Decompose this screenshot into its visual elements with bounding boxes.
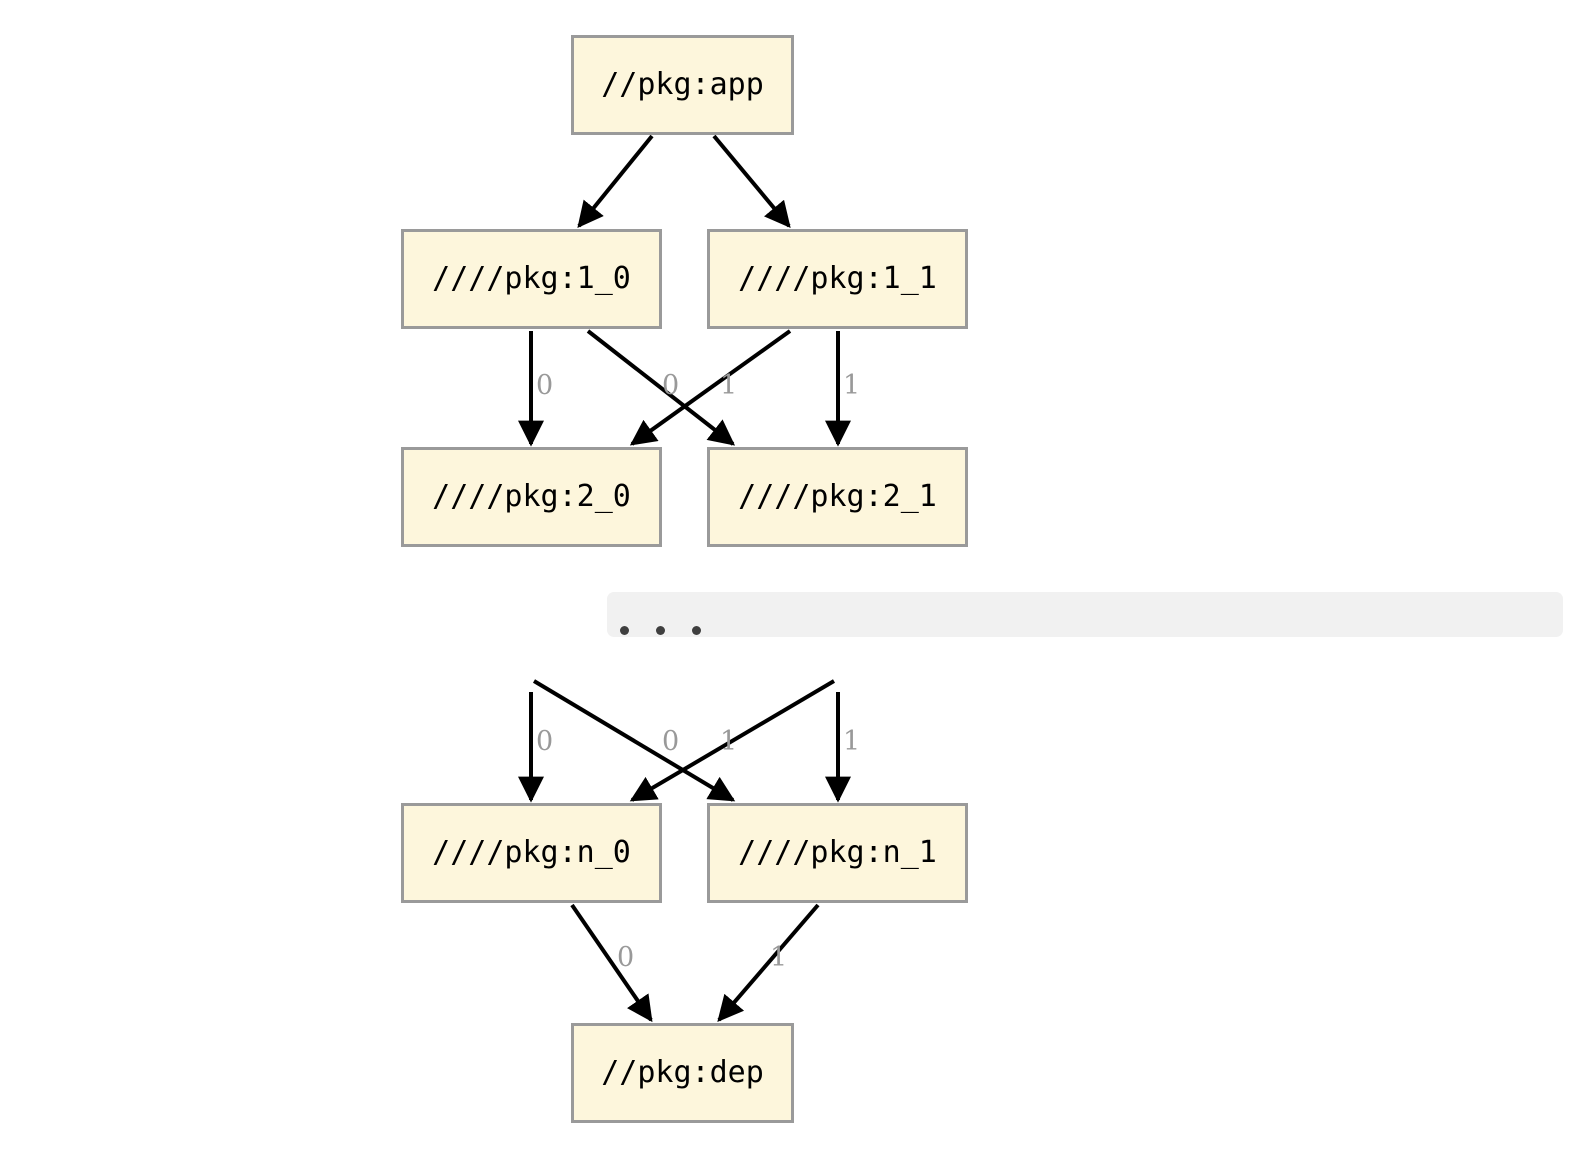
graph-edge-label-1_0-to-2_1: 0 [662,370,680,401]
graph-edge-label-1_0-to-2_0: 0 [536,370,554,401]
graph-edge-label-x-to-n_0: 0 [536,726,554,757]
graph-edge-label-n_0-to-dep: 0 [617,942,635,973]
graph-edge-1_0-to-2_1 [586,329,736,446]
graph-edge-label-x-to-n_1: 0 [662,726,680,757]
ellipsis-dot [656,626,665,635]
graph-node-label: ////pkg:1_0 [432,261,631,296]
graph-node-dep[interactable]: //pkg:dep [571,1023,794,1123]
graph-node-n2_1[interactable]: ////pkg:2_1 [707,447,968,547]
ellipsis-dot [620,626,629,635]
graph-edge-app-to-1_0 [577,134,654,229]
graph-node-n1_0[interactable]: ////pkg:1_0 [401,229,662,329]
ellipsis-dot [692,626,701,635]
graph-node-label: ////pkg:n_1 [738,835,937,870]
graph-edge-n_1-to-dep [717,903,820,1022]
graph-edge-n_0-to-dep [570,903,653,1023]
graph-node-label: //pkg:dep [601,1055,764,1090]
graph-edge-label-n_1-to-dep: 1 [770,942,788,973]
graph-edge-label-1_1-to-2_1: 1 [843,370,861,401]
graph-node-label: ////pkg:2_1 [738,479,937,514]
graph-node-label: ////pkg:2_0 [432,479,631,514]
graph-node-n1_1[interactable]: ////pkg:1_1 [707,229,968,329]
graph-edge-label-y-to-n_1: 1 [843,726,861,757]
graph-edge-x-to-n_1 [532,679,736,802]
graph-edge-app-to-1_1 [712,134,791,228]
graph-edge-label-1_1-to-2_0: 1 [720,370,738,401]
graph-node-app[interactable]: //pkg:app [571,35,794,135]
graph-node-nn_0[interactable]: ////pkg:n_0 [401,803,662,903]
graph-edge-1_1-to-2_0 [629,329,792,446]
graph-node-nn_1[interactable]: ////pkg:n_1 [707,803,968,903]
graph-node-n2_0[interactable]: ////pkg:2_0 [401,447,662,547]
collapsed-section-indicator [607,592,1563,637]
graph-node-label: //pkg:app [601,67,764,102]
graph-node-label: ////pkg:1_1 [738,261,937,296]
graph-edge-label-y-to-n_0: 1 [720,726,738,757]
graph-node-label: ////pkg:n_0 [432,835,631,870]
graph-edge-y-to-n_0 [629,679,836,802]
